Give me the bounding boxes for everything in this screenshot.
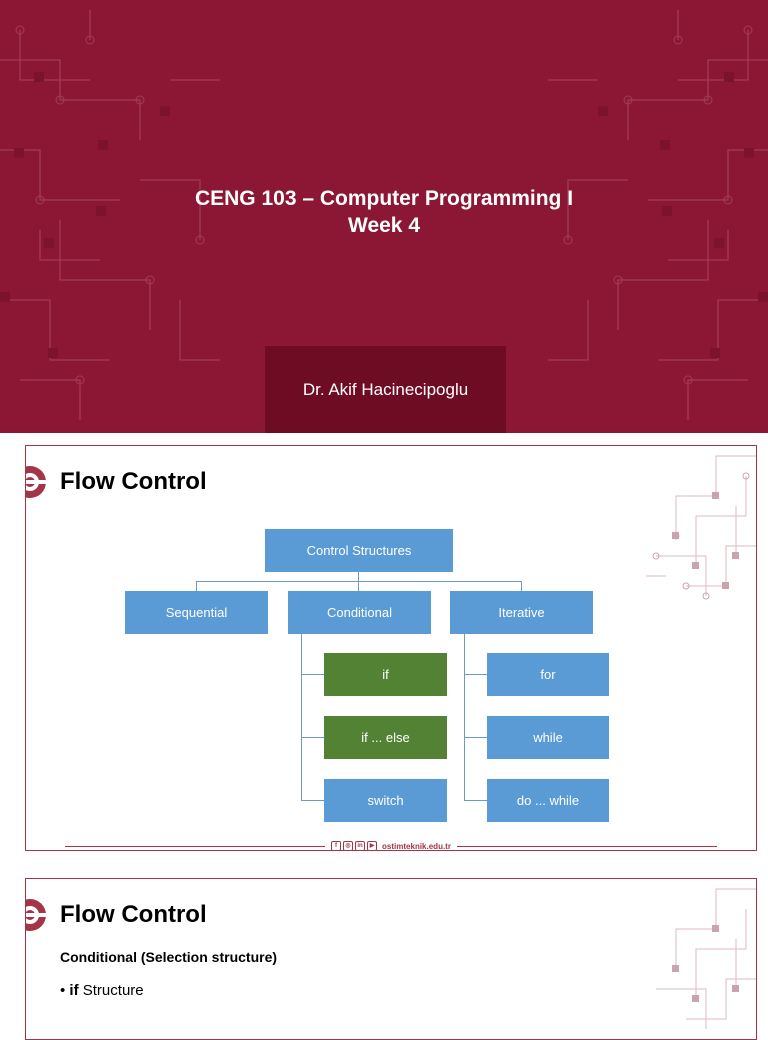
- corner-circuit-decoration: [656, 888, 756, 1029]
- title-slide: CENG 103 – Computer Programming I Week 4…: [0, 0, 768, 433]
- slide-heading: Flow Control: [60, 468, 207, 495]
- corner-circuit-decoration: [646, 455, 756, 600]
- instagram-icon[interactable]: ◎: [343, 841, 354, 850]
- connector: [464, 800, 487, 801]
- connector: [358, 572, 359, 581]
- connector: [464, 737, 487, 738]
- footer-divider: [456, 845, 717, 847]
- bullet-item: • if Structure: [60, 982, 144, 999]
- connector: [464, 634, 465, 800]
- flow-control-if-slide: Flow Control Conditional (Selection stru…: [25, 878, 757, 1040]
- website-link[interactable]: ostimteknik.edu.tr: [382, 841, 451, 851]
- connector: [301, 674, 324, 675]
- node-iterative: Iterative: [450, 591, 593, 634]
- footer-divider: [65, 845, 326, 847]
- youtube-icon[interactable]: ▶: [367, 841, 378, 850]
- circuit-pattern-right: [548, 10, 768, 420]
- connector: [301, 634, 302, 800]
- node-if-else: if ... else: [324, 716, 447, 759]
- connector: [301, 737, 324, 738]
- course-title: CENG 103 – Computer Programming I: [194, 187, 574, 210]
- node-for: for: [487, 653, 609, 696]
- circuit-pattern-left: [0, 10, 220, 420]
- slide-footer: f ◎ in ▶ ostimteknik.edu.tr: [26, 840, 756, 851]
- connector: [358, 581, 359, 591]
- node-if: if: [324, 653, 447, 696]
- week-label: Week 4: [348, 214, 420, 237]
- author-box: Dr. Akif Hacinecipoglu: [265, 346, 506, 433]
- facebook-icon[interactable]: f: [331, 841, 342, 850]
- university-logo-icon: [26, 899, 48, 931]
- connector: [521, 581, 522, 591]
- connector: [196, 581, 197, 591]
- node-switch: switch: [324, 779, 447, 822]
- bullet-keyword: if: [69, 982, 79, 999]
- linkedin-icon[interactable]: in: [355, 841, 366, 850]
- node-while: while: [487, 716, 609, 759]
- university-logo-icon: [26, 466, 48, 498]
- footer-content: f ◎ in ▶ ostimteknik.edu.tr: [325, 841, 457, 851]
- node-control-structures: Control Structures: [265, 529, 453, 572]
- connector: [464, 674, 487, 675]
- connector: [301, 800, 324, 801]
- slide-heading: Flow Control: [60, 901, 207, 928]
- bullet-text: Structure: [78, 982, 144, 999]
- section-subheading: Conditional (Selection structure): [60, 949, 278, 965]
- node-sequential: Sequential: [125, 591, 268, 634]
- node-do-while: do ... while: [487, 779, 609, 822]
- node-conditional: Conditional: [288, 591, 431, 634]
- flow-control-diagram-slide: Flow Control Control Structures Sequenti…: [25, 445, 757, 851]
- connector: [196, 581, 522, 582]
- author-name: Dr. Akif Hacinecipoglu: [302, 379, 469, 399]
